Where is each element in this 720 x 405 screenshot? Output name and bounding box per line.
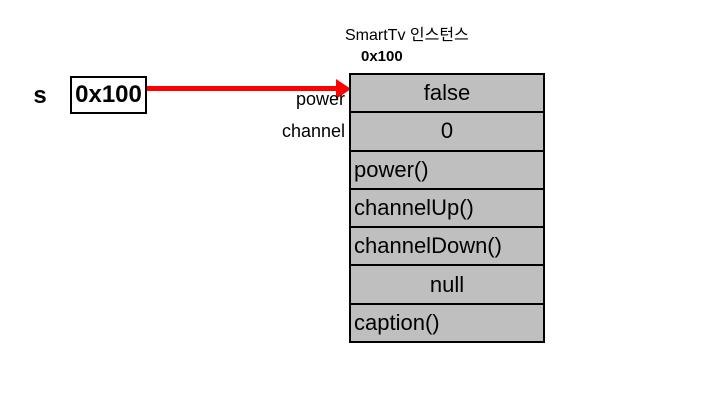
memory-table-row: power(): [351, 151, 543, 188]
instance-title: SmartTv 인스턴스: [345, 27, 469, 44]
memory-table-row: channelDown(): [351, 228, 543, 265]
reference-value-box: 0x100: [70, 76, 147, 114]
field-label-power: power: [295, 89, 345, 109]
reference-arrow-line: [147, 86, 337, 91]
memory-table-row: channelUp(): [351, 189, 543, 227]
variable-name-label: s: [33, 82, 47, 109]
memory-table-row: null: [351, 266, 543, 303]
reference-arrow-head-icon: [336, 79, 351, 99]
memory-table-row: false: [351, 75, 543, 112]
memory-table-row: caption(): [351, 304, 543, 341]
field-label-channel: channel: [281, 121, 345, 141]
reference-value: 0x100: [75, 81, 142, 108]
memory-table-row: 0: [351, 113, 543, 150]
instance-address-label: 0x100: [361, 48, 403, 65]
